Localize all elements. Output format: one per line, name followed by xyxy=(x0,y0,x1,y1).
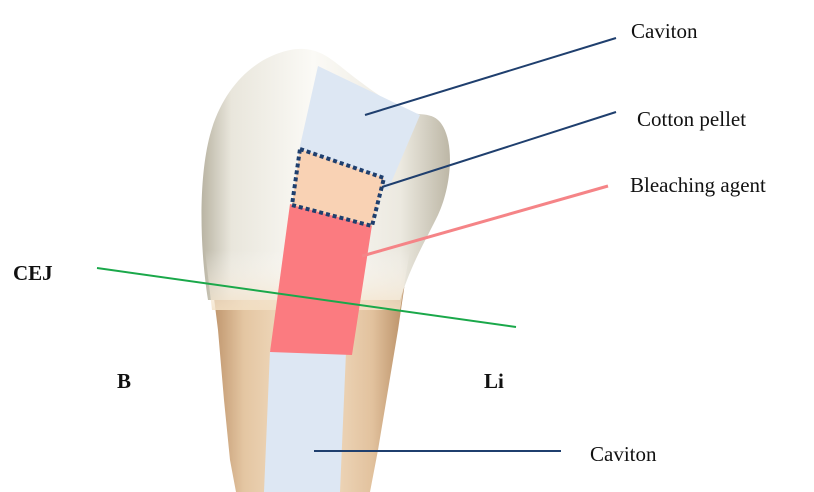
label-cej: CEJ xyxy=(13,263,53,284)
label-lingual: Li xyxy=(484,371,504,392)
label-caviton-bottom: Caviton xyxy=(590,444,657,465)
label-cotton-pellet: Cotton pellet xyxy=(637,109,746,130)
label-buccal: B xyxy=(117,371,131,392)
leader-caviton-top xyxy=(365,38,616,115)
label-bleaching-agent: Bleaching agent xyxy=(630,175,766,196)
caviton-root xyxy=(264,350,346,492)
label-caviton-top: Caviton xyxy=(631,21,698,42)
